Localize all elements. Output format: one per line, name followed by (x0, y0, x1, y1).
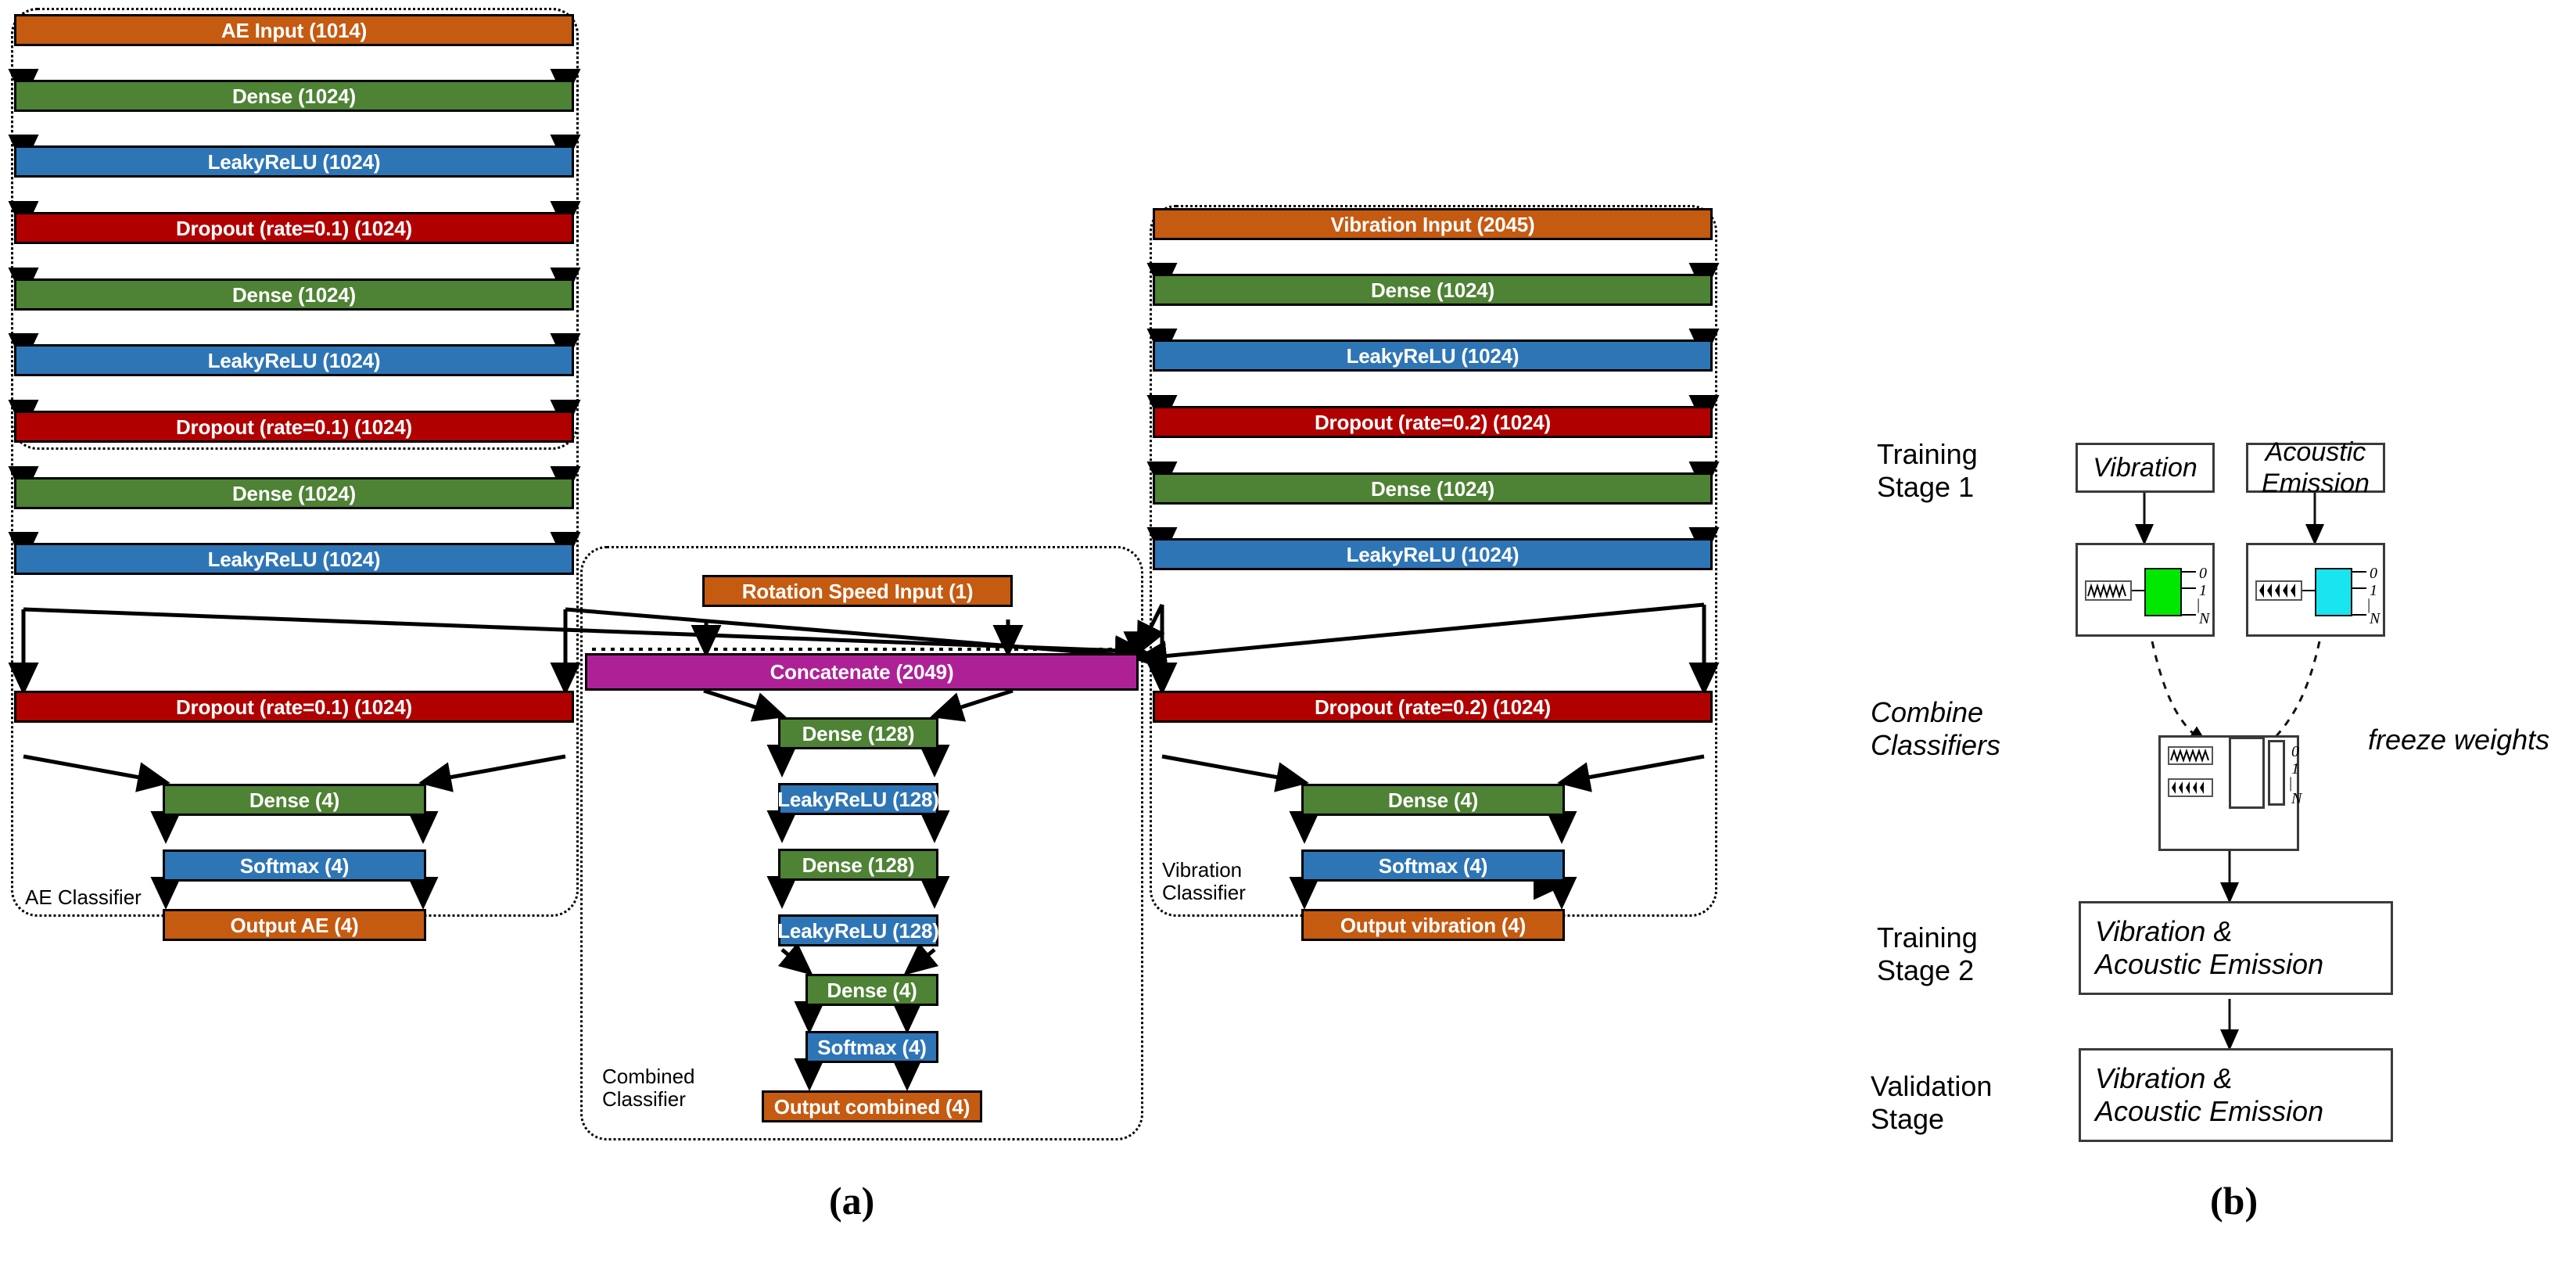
class-pin-dots-combined: | (2288, 774, 2293, 792)
ae-layer-1[interactable]: Dense (1024) (14, 80, 574, 112)
class-pin-0-vibration: 0 (2199, 565, 2207, 582)
stage-label-training-2: Training Stage 2 (1877, 921, 1978, 987)
class-pin-1-combined: 1 (2291, 760, 2299, 778)
combined-layer-0[interactable]: Dense (128) (778, 717, 938, 749)
ae-layer-2[interactable]: LeakyReLU (1024) (14, 145, 574, 178)
vibration-layer-0[interactable]: Vibration Input (2045) (1153, 208, 1713, 240)
combined-head-dense[interactable]: Dense (4) (805, 974, 938, 1006)
ae-head-output[interactable]: Output AE (4) (163, 909, 426, 941)
combined-head-softmax[interactable]: Softmax (4) (805, 1031, 938, 1063)
vibration-head-dense[interactable]: Dense (4) (1301, 784, 1565, 816)
ae-layer-7[interactable]: Dense (1024) (14, 477, 574, 509)
freeze-weights-annotation: freeze weights (2368, 724, 2550, 756)
source-box-vibration[interactable]: Vibration (2076, 443, 2215, 493)
ae-layer-3[interactable]: Dropout (rate=0.1) (1024) (14, 212, 574, 244)
fusion-output-bar (2268, 740, 2285, 806)
sine-wave-icon (2085, 580, 2132, 601)
vibration-layer-1[interactable]: Dense (1024) (1153, 274, 1713, 306)
fusion-head-box (2229, 737, 2265, 809)
ae-classifier-label: AE Classifier (25, 885, 142, 909)
class-pin-dots-vibration: | (2196, 596, 2201, 613)
sine-wave-icon-combined (2168, 746, 2213, 765)
ae-head-dense[interactable]: Dense (4) (163, 784, 426, 816)
vibration-head-softmax[interactable]: Softmax (4) (1301, 849, 1565, 882)
validation-stage-box[interactable]: Vibration & Acoustic Emission (2079, 1048, 2393, 1142)
ae-layer-5[interactable]: LeakyReLU (1024) (14, 344, 574, 376)
class-pin-1-vibration: 1 (2199, 582, 2207, 599)
ae-layer-4[interactable]: Dense (1024) (14, 278, 574, 311)
stage-label-validation: Validation Stage (1871, 1070, 1993, 1136)
class-pin-1-ae: 1 (2370, 582, 2377, 599)
ae-layer-0[interactable]: AE Input (1014) (14, 14, 574, 46)
panel-b-caption: (b) (2210, 1179, 2258, 1223)
ae-layer-9[interactable]: Dropout (rate=0.1) (1024) (14, 691, 574, 723)
vibration-layer-5[interactable]: LeakyReLU (1024) (1153, 538, 1713, 570)
stage-label-training-1: Training Stage 1 (1877, 438, 1978, 504)
concatenate-layer[interactable]: Concatenate (2049) (585, 653, 1139, 691)
class-pin-n-combined: N (2291, 790, 2302, 807)
ae-head-softmax[interactable]: Softmax (4) (163, 849, 426, 882)
class-pin-n-ae: N (2370, 610, 2380, 627)
model-chip-acoustic-emission (2315, 568, 2352, 616)
panel-a-caption: (a) (829, 1179, 875, 1223)
combined-layer-2[interactable]: Dense (128) (778, 849, 938, 881)
vibration-layer-6[interactable]: Dropout (rate=0.2) (1024) (1153, 691, 1713, 723)
class-pin-0-ae: 0 (2370, 565, 2377, 582)
combined-layer-1[interactable]: LeakyReLU (128) (777, 783, 939, 815)
class-pin-n-vibration: N (2199, 610, 2210, 627)
ae-layer-8[interactable]: LeakyReLU (1024) (14, 543, 574, 575)
class-pin-dots-ae: | (2366, 596, 2371, 613)
source-box-acoustic-emission[interactable]: Acoustic Emission (2246, 437, 2385, 498)
burst-wave-icon-combined (2168, 778, 2213, 797)
ae-classifier-group-lower (11, 8, 579, 917)
vibration-head-output[interactable]: Output vibration (4) (1301, 909, 1565, 941)
vibration-layer-4[interactable]: Dense (1024) (1153, 472, 1713, 505)
stage-label-combine-classifiers: Combine Classifiers (1871, 696, 2001, 762)
vibration-layer-3[interactable]: Dropout (rate=0.2) (1024) (1153, 406, 1713, 438)
rotation-speed-input[interactable]: Rotation Speed Input (1) (702, 575, 1013, 607)
burst-wave-icon (2255, 580, 2302, 601)
combined-classifier-group (580, 546, 1143, 1140)
ae-layer-6[interactable]: Dropout (rate=0.1) (1024) (14, 411, 574, 443)
combined-classifier-label: Combined Classifier (602, 1065, 695, 1112)
class-pin-0-combined: 0 (2291, 743, 2299, 760)
vibration-classifier-label: Vibration Classifier (1162, 858, 1246, 905)
combined-head-output[interactable]: Output combined (4) (762, 1090, 982, 1122)
training-stage-2-box[interactable]: Vibration & Acoustic Emission (2079, 901, 2393, 995)
model-chip-vibration (2144, 568, 2182, 616)
combined-layer-3[interactable]: LeakyReLU (128) (777, 914, 939, 946)
vibration-layer-2[interactable]: LeakyReLU (1024) (1153, 339, 1713, 372)
